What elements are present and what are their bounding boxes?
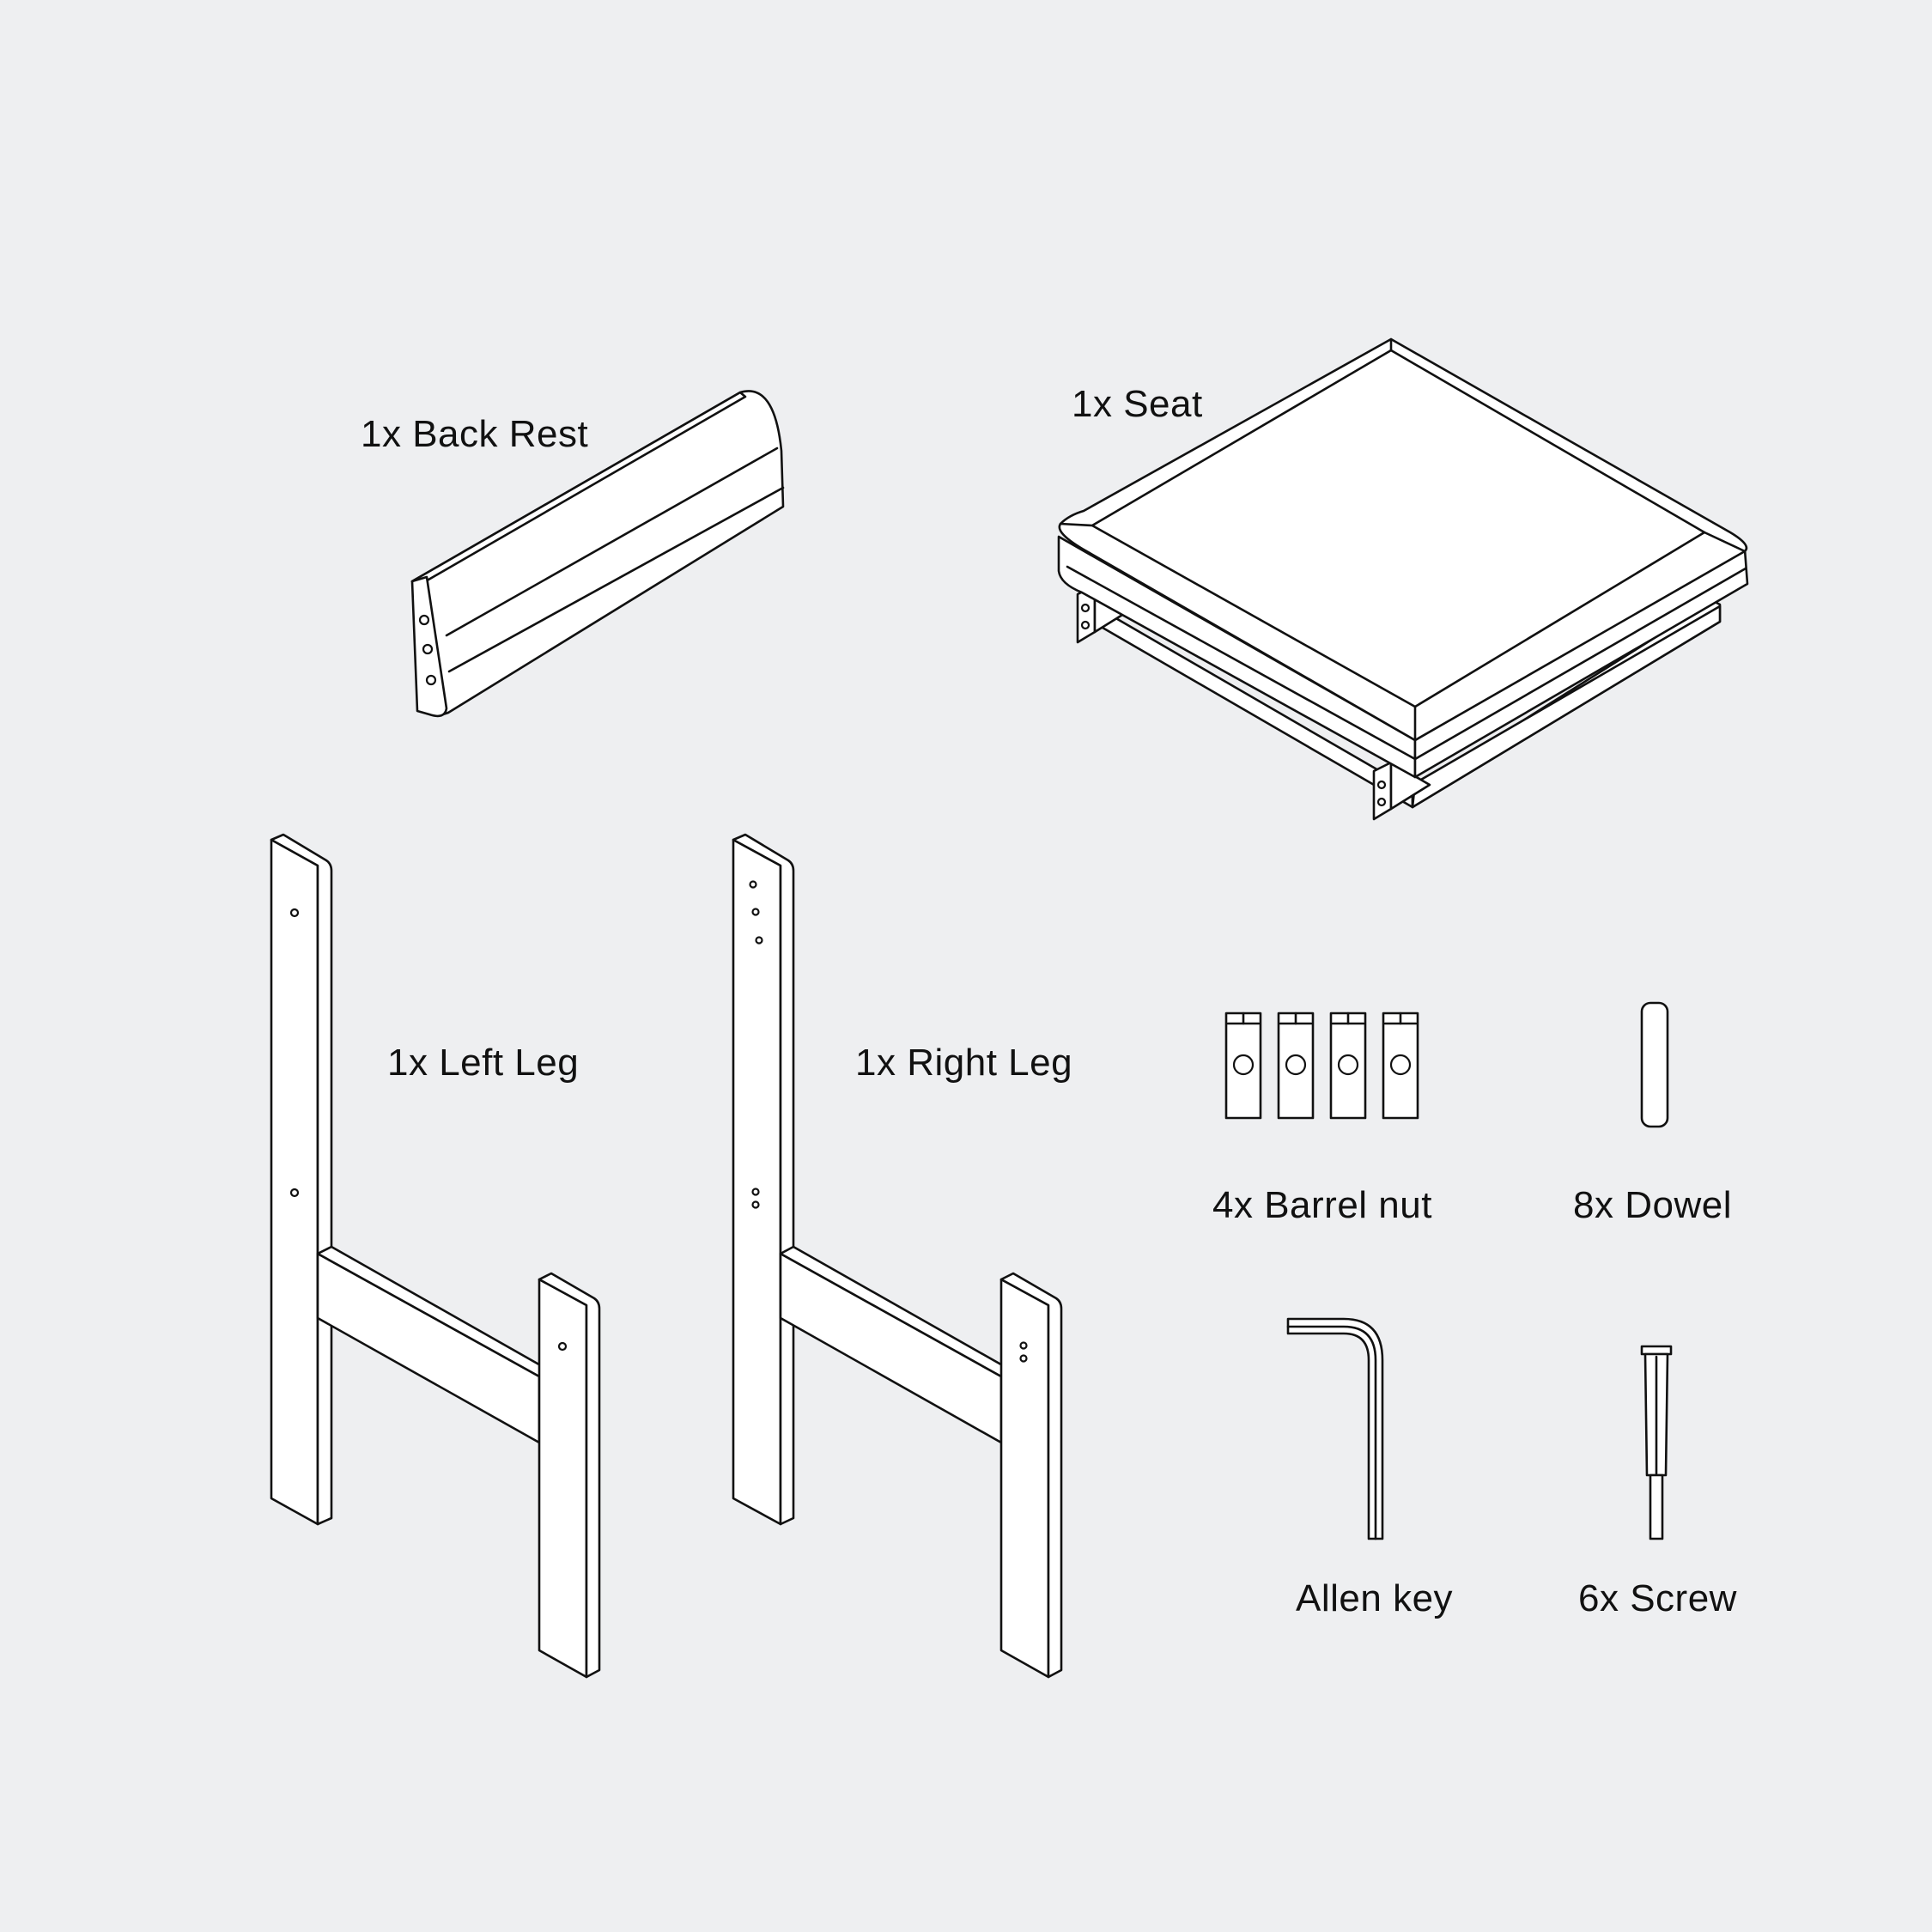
left-leg-icon	[270, 833, 601, 1679]
seat-label: 1x Seat	[1072, 383, 1203, 425]
allen-key-label: Allen key	[1296, 1577, 1454, 1619]
left-leg-label: 1x Left Leg	[387, 1042, 580, 1084]
right-leg-icon	[732, 833, 1063, 1679]
right-leg-label: 1x Right Leg	[855, 1042, 1073, 1084]
seat-icon	[1057, 337, 1749, 821]
barrel-nut-icon	[1224, 1012, 1419, 1120]
dowel-label: 8x Dowel	[1573, 1184, 1732, 1226]
screw-icon	[1640, 1345, 1673, 1540]
back-rest-icon	[410, 390, 785, 718]
allen-key-icon	[1286, 1317, 1384, 1540]
dowel-icon	[1640, 1001, 1669, 1128]
back-rest-label: 1x Back Rest	[361, 413, 589, 455]
barrel-nut-label: 4x Barrel nut	[1212, 1184, 1432, 1226]
screw-label: 6x Screw	[1578, 1577, 1737, 1619]
